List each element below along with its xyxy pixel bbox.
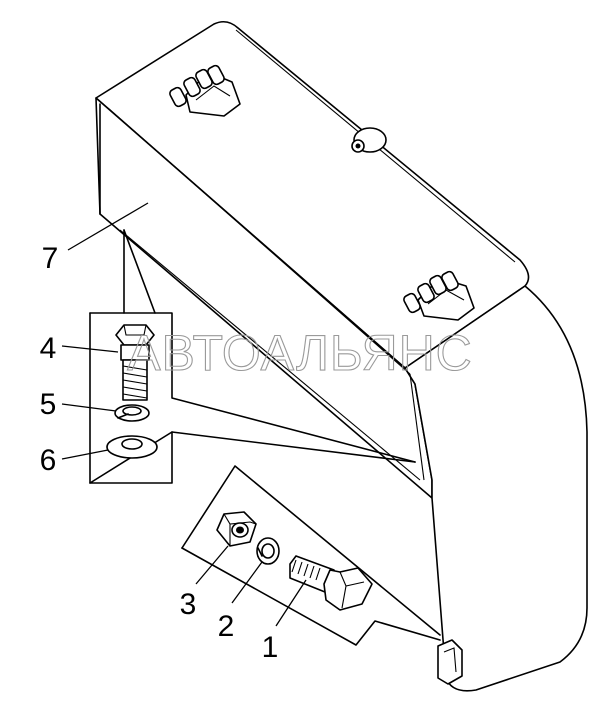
latch-icon <box>169 64 241 117</box>
nut-3 <box>216 511 257 547</box>
callout-2: 2 <box>218 610 235 643</box>
callout-3: 3 <box>180 588 197 621</box>
leader-lines <box>61 202 307 627</box>
watermark-text: АВТОАЛЬЯНС <box>127 325 473 381</box>
spring-washer-5 <box>114 404 150 422</box>
box-part <box>95 20 588 692</box>
flat-washer-6 <box>106 435 158 459</box>
callout-7: 7 <box>42 242 59 275</box>
knob-icon <box>351 127 387 153</box>
callout-6: 6 <box>40 444 57 477</box>
latch-icon <box>403 270 475 321</box>
right-group-frame <box>181 465 441 646</box>
spring-washer-2 <box>256 537 280 565</box>
callout-5: 5 <box>40 388 57 421</box>
callout-4: 4 <box>40 332 57 365</box>
callout-1: 1 <box>262 631 279 664</box>
bolt-4 <box>115 324 155 401</box>
left-group-frame <box>89 229 416 484</box>
bolt-1 <box>289 555 373 611</box>
